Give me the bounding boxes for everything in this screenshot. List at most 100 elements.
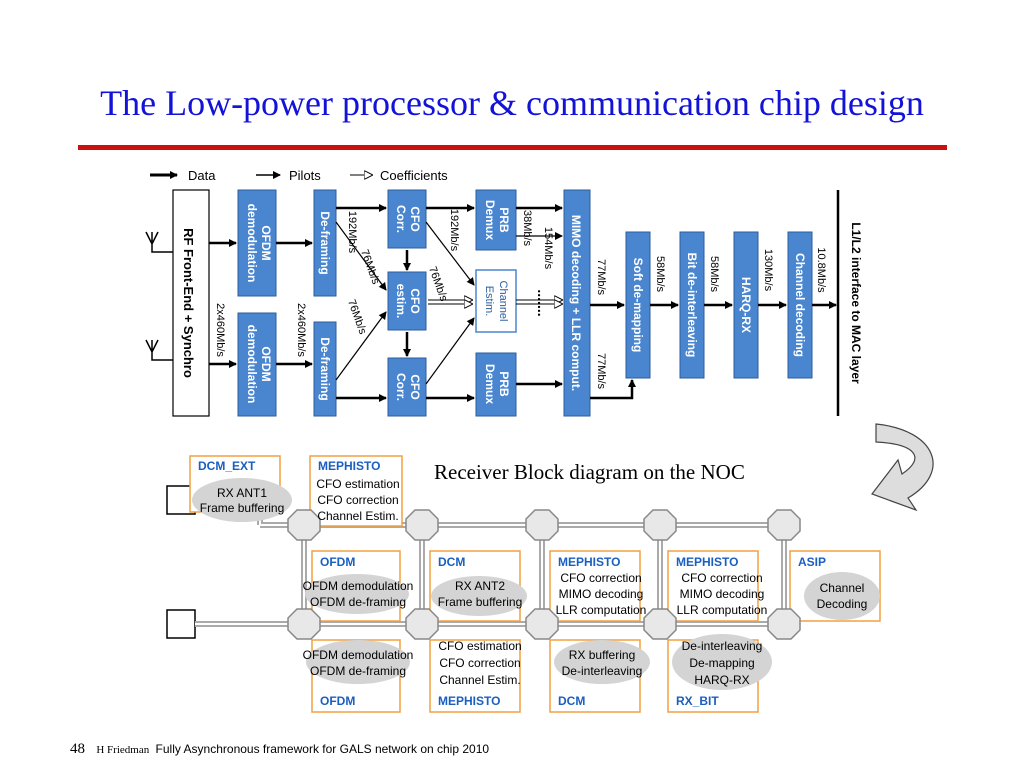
- noc-task-ellipse: [804, 572, 880, 620]
- rate-label: 2x460Mb/s: [295, 303, 307, 357]
- prb-demux-label: Demux: [483, 364, 497, 404]
- channel-estimation-label: Estim.: [483, 286, 495, 317]
- prb-demux-label: Demux: [483, 200, 497, 240]
- noc-task-text: CFO correction: [439, 656, 520, 670]
- prb-demux-label: PRB: [497, 371, 511, 397]
- rate-label: 77Mb/s: [595, 353, 607, 390]
- rate-label: 38Mb/s: [521, 210, 533, 247]
- noc-task-text: OFDM de-framing: [310, 595, 406, 609]
- noc-task-text: Frame buffering: [200, 501, 285, 515]
- noc-task-ellipse: [554, 640, 650, 684]
- noc-task-text: Channel Estim.: [439, 673, 520, 687]
- cfo-correction-block-2: [387, 357, 427, 417]
- noc-router-icon: [643, 509, 677, 541]
- rate-label: 58Mb/s: [708, 256, 720, 293]
- noc-task-text: De-interleaving: [682, 639, 763, 653]
- bit-deinterleaving-label: Bit de-interleaving: [685, 253, 699, 358]
- page-number: 48: [70, 741, 85, 757]
- channel-estimation-label: Channel: [497, 281, 509, 322]
- cfo-correction-label: CFO: [408, 206, 422, 231]
- cfo-correction-label: CFO: [408, 374, 422, 399]
- ofdm-demodulation-block-2: [237, 312, 277, 417]
- legend: Data Pilots Coefficients: [150, 168, 448, 183]
- soft-demapping-label: Soft de-mapping: [631, 258, 645, 353]
- noc-task-text: Frame buffering: [438, 595, 523, 609]
- noc-box-label: RX_BIT: [676, 694, 719, 708]
- ofdm-demodulation-label: demodulation: [245, 325, 259, 404]
- prb-demux-block-2: [475, 352, 517, 417]
- noc-box-mephisto-4: [429, 639, 521, 713]
- rf-front-end-block: RF Front-End + Synchro: [172, 189, 210, 417]
- legend-pilots-label: Pilots: [289, 168, 321, 183]
- noc-box-label: DCM_EXT: [198, 459, 256, 473]
- prb-demux-block-1: [475, 189, 517, 251]
- harq-rx-label: HARQ-RX: [739, 277, 753, 333]
- slide-footer: 48 H Friedman Fully Asynchronous framewo…: [70, 741, 489, 758]
- cfo-estimation-label: CFO: [408, 288, 422, 313]
- title-underline: [78, 145, 947, 150]
- noc-task-text: HARQ-RX: [694, 673, 749, 687]
- noc-task-text: De-interleaving: [562, 664, 643, 678]
- noc-task-ellipse: [192, 478, 292, 522]
- soft-demapping-block: [625, 231, 651, 379]
- channel-decoding-label: Channel decoding: [793, 253, 807, 357]
- deframing-block-1: [313, 189, 337, 297]
- noc-router-icon: [525, 608, 559, 640]
- rate-label: 76Mb/s: [345, 298, 369, 336]
- antenna-icon: [145, 339, 173, 361]
- rate-label: 154Mb/s: [542, 227, 554, 270]
- bit-deinterleaving-block: [679, 231, 705, 379]
- rate-label: 76Mb/s: [358, 248, 382, 286]
- noc-box-label: ASIP: [798, 555, 826, 569]
- noc-task-text: OFDM demodulation: [303, 579, 414, 593]
- noc-task-text: OFDM demodulation: [303, 648, 414, 662]
- curved-flow-arrow-icon: [871, 423, 934, 512]
- noc-task-text: CFO estimation: [438, 639, 521, 653]
- noc-box-label: MEPHISTO: [676, 555, 738, 569]
- noc-box-label: OFDM: [320, 555, 355, 569]
- noc-router-icon: [405, 509, 439, 541]
- noc-task-text: Decoding: [817, 597, 868, 611]
- noc-router-icon: [767, 509, 801, 541]
- legend-data-label: Data: [188, 168, 216, 183]
- legend-coefficients-label: Coefficients: [380, 168, 448, 183]
- noc-box-label: OFDM: [320, 694, 355, 708]
- mimo-decoding-block: [563, 189, 591, 417]
- noc-task-text: MIMO decoding: [680, 587, 765, 601]
- noc-router-icon: [405, 608, 439, 640]
- noc-task-text: LLR computation: [556, 603, 647, 617]
- footer-author: H Friedman: [96, 744, 150, 756]
- channel-estimation-block: [475, 269, 517, 333]
- ellipsis-dots: .......: [535, 289, 551, 316]
- noc-task-text: CFO correction: [317, 493, 398, 507]
- noc-task-text: CFO correction: [560, 571, 641, 585]
- rate-label: 192Mb/s: [346, 211, 358, 254]
- noc-task-text: Channel: [820, 581, 865, 595]
- ofdm-demodulation-label: OFDM: [259, 346, 273, 381]
- rate-label: 192Mb/s: [448, 209, 460, 252]
- noc-task-text: MIMO decoding: [559, 587, 644, 601]
- noc-router-icon: [287, 608, 321, 640]
- deframing-label: De-framing: [318, 337, 332, 400]
- ofdm-demodulation-label: OFDM: [259, 225, 273, 260]
- rate-label: 58Mb/s: [654, 256, 666, 293]
- cfo-correction-label: Corr.: [394, 373, 408, 401]
- cfo-correction-label: Corr.: [394, 205, 408, 233]
- cfo-estimation-block: [387, 271, 427, 331]
- noc-task-text: RX ANT2: [455, 579, 505, 593]
- prb-demux-label: PRB: [497, 207, 511, 233]
- noc-box-label: DCM: [558, 694, 585, 708]
- noc-task-text: CFO correction: [681, 571, 762, 585]
- noc-diagram: DCM_EXT MEPHISTO OFDM DCM MEPHISTO MEPHI…: [166, 455, 881, 713]
- pilot-arrow: [335, 221, 387, 291]
- noc-box-mephisto-2: [549, 550, 641, 622]
- noc-router-icon: [767, 608, 801, 640]
- antenna-icon: [145, 231, 173, 253]
- noc-task-text: RX ANT1: [217, 486, 267, 500]
- rate-label: 76Mb/s: [426, 265, 450, 303]
- pilot-arrow: [425, 221, 475, 286]
- noc-task-text: OFDM de-framing: [310, 664, 406, 678]
- noc-router-icon: [525, 509, 559, 541]
- noc-task-text: Channel Estim.: [317, 509, 398, 523]
